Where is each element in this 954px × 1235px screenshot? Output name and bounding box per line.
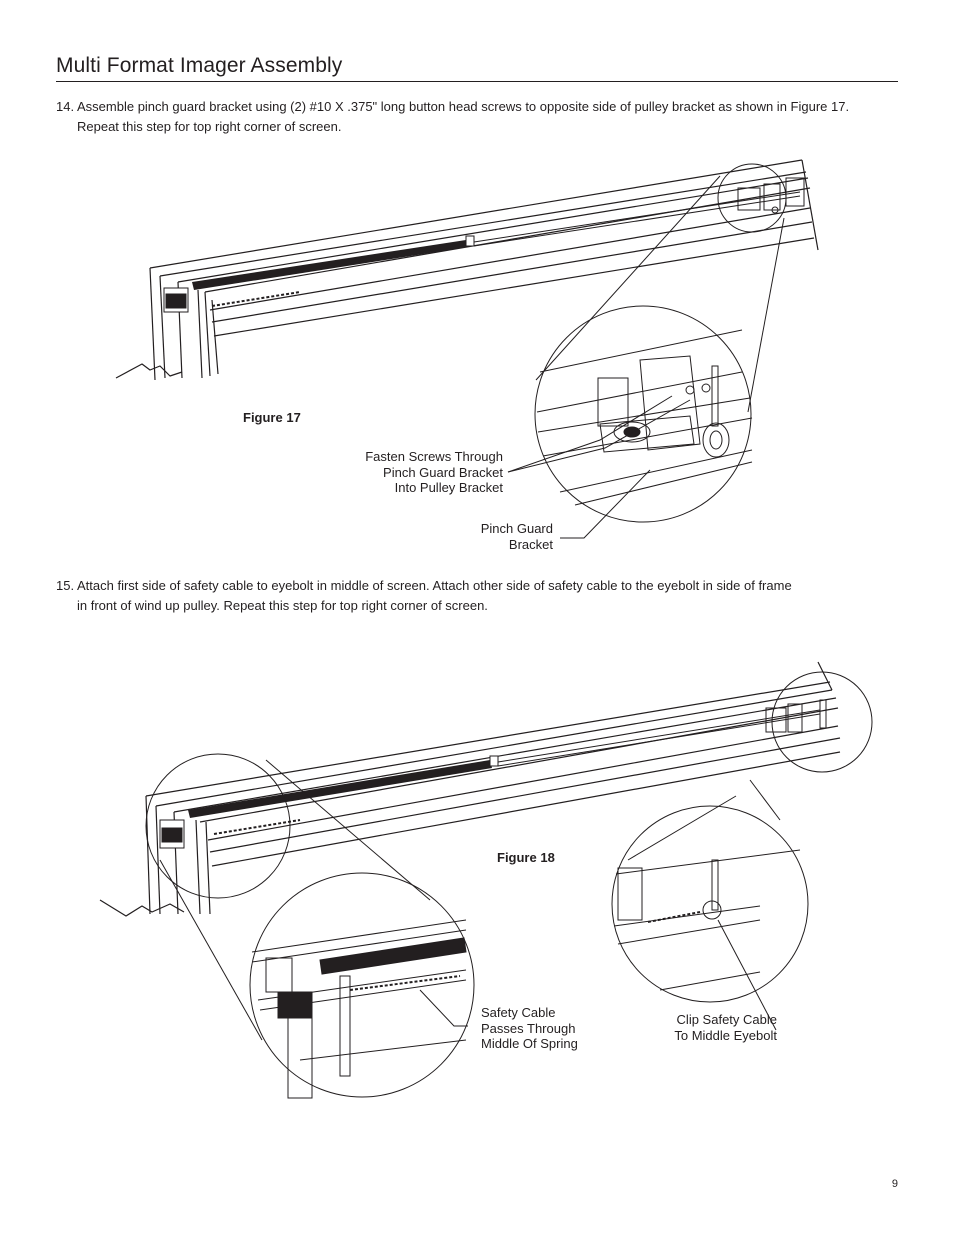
step-text: Attach first side of safety cable to eye… [77, 576, 792, 616]
callout-fasten-screws: Fasten Screws Through Pinch Guard Bracke… [330, 449, 503, 496]
callout-safety-cable-spring: Safety Cable Passes Through Middle Of Sp… [481, 1005, 611, 1052]
callout-line: Pinch Guard [480, 521, 553, 536]
callout-clip-eyebolt: Clip Safety Cable To Middle Eyebolt [640, 1012, 777, 1043]
callout-line: Pinch Guard Bracket [383, 464, 503, 480]
step-number: 15. [56, 578, 75, 593]
title-divider [56, 81, 898, 82]
callout-line: Safety Cable [481, 1005, 556, 1020]
torsion-spring [192, 235, 475, 290]
step-text-line-2: Repeat this step for top right corner of… [77, 119, 342, 134]
step-text-line-1: Assemble pinch guard bracket using (2) #… [77, 99, 850, 114]
callout-line: Passes Through [481, 1020, 576, 1036]
step-text-line-2: in front of wind up pulley. Repeat this … [77, 598, 488, 613]
callout-line: Clip Safety Cable [676, 1012, 777, 1027]
step-text-line-1: Attach first side of safety cable to eye… [77, 578, 792, 593]
step-number: 14. [56, 99, 75, 114]
callout-line: To Middle Eyebolt [674, 1027, 777, 1043]
page-title: Multi Format Imager Assembly [56, 54, 343, 77]
callout-pinch-guard: Pinch Guard Bracket [440, 521, 553, 552]
step-text: Assemble pinch guard bracket using (2) #… [77, 97, 849, 137]
torsion-spring [188, 755, 499, 818]
callout-line: Into Pulley Bracket [394, 480, 503, 495]
callout-line: Bracket [508, 536, 553, 552]
figure-18-label: Figure 18 [497, 850, 555, 865]
figure-17-label: Figure 17 [243, 410, 301, 425]
callout-line: Middle Of Spring [481, 1036, 578, 1051]
callout-line: Fasten Screws Through [365, 449, 503, 464]
page-number: 9 [891, 1178, 898, 1190]
frame-edge [149, 159, 803, 269]
